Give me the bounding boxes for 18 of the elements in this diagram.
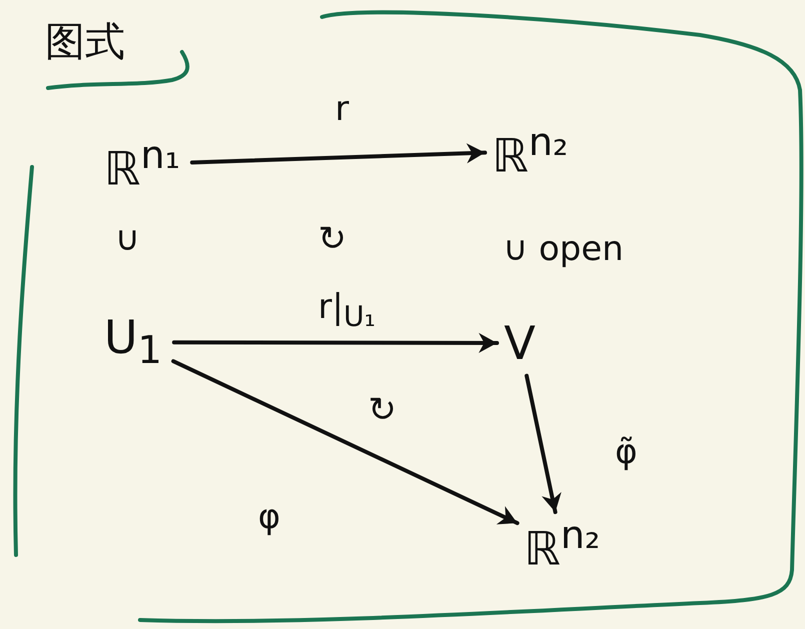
title: 图式 — [45, 22, 125, 62]
math-symbol: ∪ — [115, 222, 140, 256]
arrow — [190, 143, 487, 164]
arrow — [172, 332, 499, 353]
edge-label: φ — [258, 500, 280, 534]
math-symbol: V — [500, 318, 540, 368]
math-symbol: U$_{1}$ — [100, 312, 166, 373]
math-symbol: ℝ$^{n₁}$ — [100, 135, 184, 194]
arrow — [171, 359, 520, 526]
math-symbol: ℝ$^{n₂}$ — [488, 122, 572, 180]
edge-label: r|$_{U₁}$ — [318, 290, 376, 332]
edge-label: φ̃ — [615, 435, 638, 469]
math-symbol: ∪ open — [503, 232, 624, 266]
math-symbol: ℝ$^{n₂}$ — [520, 515, 604, 574]
arrow — [524, 374, 562, 514]
edge-label: r — [335, 92, 349, 126]
math-symbol: ↻ — [368, 393, 396, 427]
math-symbol: ↻ — [318, 222, 346, 256]
